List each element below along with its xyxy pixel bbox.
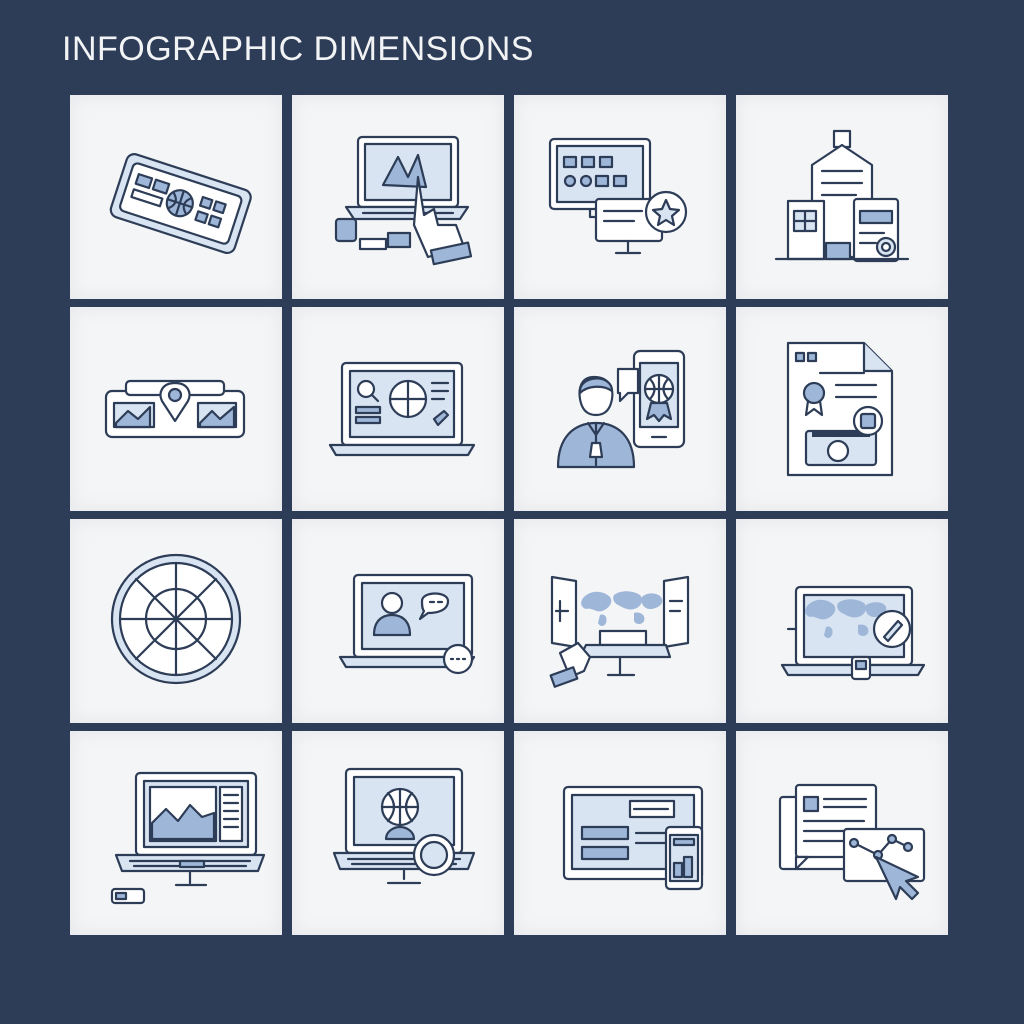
laptop-video-chat-icon	[308, 531, 488, 711]
person-mobile-award-icon	[530, 319, 710, 499]
buildings-documents-icon	[752, 107, 932, 287]
monitor-star-badge-icon	[530, 107, 710, 287]
laptop-analytics-chart-icon	[86, 743, 266, 923]
tile-world-panels	[514, 519, 726, 723]
tile-laptop-map	[736, 519, 948, 723]
tile-map-pin	[70, 307, 282, 511]
icon-grid	[70, 95, 950, 943]
tile-laptop-globe	[292, 307, 504, 511]
tile-radar	[70, 519, 282, 723]
tile-document-cert	[736, 307, 948, 511]
world-map-panels-icon	[530, 531, 710, 711]
radar-chart-icon	[86, 531, 266, 711]
tile-computer-globe	[292, 731, 504, 935]
tile-laptop-analytics	[70, 731, 282, 935]
tile-buildings	[736, 95, 948, 299]
page-title: INFOGRAPHIC DIMENSIONS	[62, 30, 534, 68]
laptop-globe-search-icon	[308, 319, 488, 499]
laptop-world-map-icon	[752, 531, 932, 711]
laptop-touch-hand-icon	[308, 107, 488, 287]
tile-laptop-touch	[292, 95, 504, 299]
control-panel-icon	[86, 107, 266, 287]
tile-monitor-star	[514, 95, 726, 299]
document-certificate-icon	[752, 319, 932, 499]
tile-control-panel	[70, 95, 282, 299]
document-network-cursor-icon	[752, 743, 932, 923]
map-location-pin-icon	[86, 319, 266, 499]
laptop-tablet-dashboard-icon	[530, 743, 710, 923]
computer-globe-magnifier-icon	[308, 743, 488, 923]
tile-document-network	[736, 731, 948, 935]
tile-laptop-tablet	[514, 731, 726, 935]
tile-person-mobile	[514, 307, 726, 511]
tile-video-chat	[292, 519, 504, 723]
